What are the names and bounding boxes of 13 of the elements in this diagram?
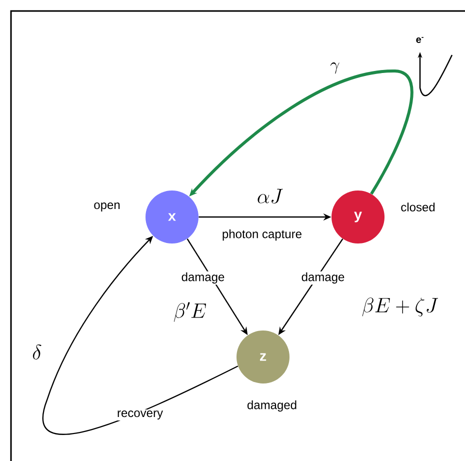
edge-label: damage xyxy=(180,271,226,285)
edge-label: damage xyxy=(300,271,346,285)
rate-formula: $\beta' E$ xyxy=(174,302,206,322)
state-label: open xyxy=(94,202,120,212)
state-label: damaged xyxy=(247,400,296,412)
electron-label: e$^{-}$ xyxy=(416,37,424,43)
rate-formula: $\delta$ xyxy=(32,344,42,360)
edge-label: recovery xyxy=(116,410,164,420)
edge-label: photon capture xyxy=(220,228,304,242)
state-label: closed xyxy=(401,202,435,212)
rate-formula: $\beta E+\zeta J$ xyxy=(362,298,438,316)
edge-label: $\gamma$ xyxy=(330,62,340,74)
rate-formula: $\alpha J$ xyxy=(258,188,283,204)
